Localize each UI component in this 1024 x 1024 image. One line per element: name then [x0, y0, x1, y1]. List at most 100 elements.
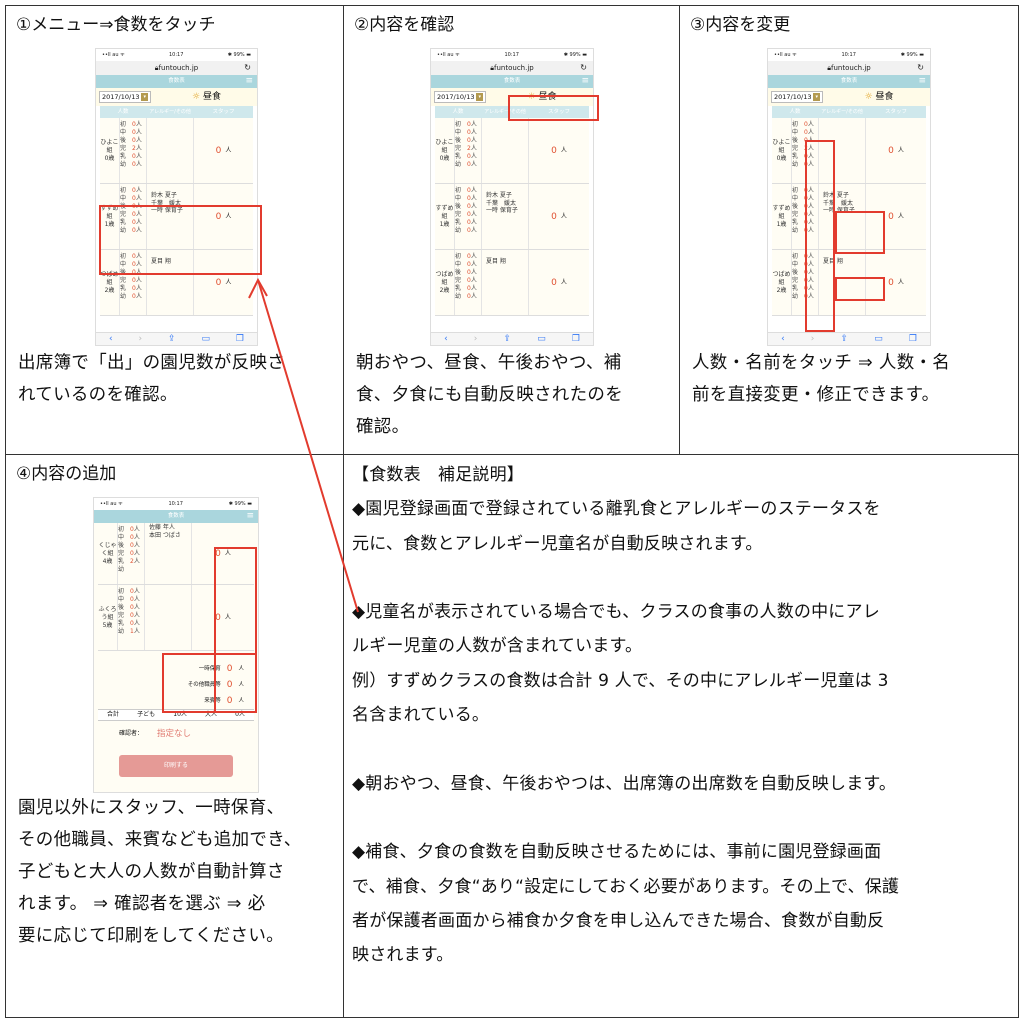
highlight-box: [835, 277, 885, 301]
menu-icon[interactable]: ≡: [246, 511, 254, 521]
forward-icon[interactable]: ›: [473, 334, 478, 344]
share-icon[interactable]: ⇪: [168, 334, 176, 344]
bookmarks-icon[interactable]: ▭: [201, 334, 210, 344]
print-button[interactable]: 印刷する: [119, 755, 233, 777]
date-picker[interactable]: 2017/10/13▾: [771, 91, 823, 103]
panel-description: 園児以外にスタッフ、一時保育、その他職員、来賓なども追加でき、子どもと大人の人数…: [18, 798, 302, 946]
highlight-box: [508, 95, 599, 121]
allergy-names: 夏目 翔: [818, 250, 866, 315]
share-icon[interactable]: ⇪: [503, 334, 512, 344]
highlight-box: [835, 211, 885, 254]
panel-description: 人数・名前をタッチ ⇒ 人数・名前を直接変更・修正できます。: [692, 353, 951, 405]
allergy-names: 夏目 翔: [146, 250, 194, 315]
panel-description: 出席簿で「出」の園児数が反映されているのを確認。: [18, 353, 285, 405]
back-icon[interactable]: ‹: [781, 334, 785, 344]
date-row: 2017/10/13▾ ☼ 昼食: [431, 88, 593, 106]
allergy-names: [481, 118, 529, 183]
allergy-names: 佐藤 年人本田 つばさ: [144, 523, 192, 584]
forward-icon[interactable]: ›: [138, 334, 143, 344]
age-labels: 初中後完乳幼: [120, 121, 127, 168]
menu-icon[interactable]: ≡: [581, 76, 589, 86]
url-bar[interactable]: 🔒︎funtouch.jp↻: [96, 61, 257, 75]
url-bar[interactable]: 🔒︎funtouch.jp↻: [768, 61, 930, 75]
tabs-icon[interactable]: ❐: [908, 334, 917, 344]
reload-icon[interactable]: ↻: [580, 63, 587, 72]
panel-heading: ③内容を変更: [690, 15, 791, 35]
confirmer-select[interactable]: 確認者：指定なし: [94, 721, 258, 741]
bookmarks-icon[interactable]: ▭: [537, 334, 546, 344]
age-labels: 初中後完乳幼: [455, 187, 462, 234]
date-picker[interactable]: 2017/10/13▾: [434, 91, 486, 103]
url-bar[interactable]: 🔒︎funtouch.jp↻: [431, 61, 593, 75]
lock-icon: 🔒︎: [154, 64, 159, 72]
age-labels: 初中後完乳幼: [792, 121, 799, 168]
meal-selector[interactable]: ☼ 昼食: [864, 92, 894, 102]
allergy-names: [144, 585, 192, 650]
notes-body: 【食数表 補足説明】 ◆園児登録画面で登録されている離乳食とアレルギーのステータ…: [352, 458, 899, 972]
reload-icon[interactable]: ↻: [917, 63, 924, 72]
tabs-icon[interactable]: ❐: [235, 334, 244, 344]
nav-bar: 食数表≡: [94, 510, 258, 523]
date-picker[interactable]: 2017/10/13▾: [99, 91, 151, 103]
meal-selector[interactable]: ☼ 昼食: [527, 92, 557, 102]
meal-selector[interactable]: ☼ 昼食: [192, 92, 221, 102]
notes-title: 【食数表 補足説明】: [352, 465, 524, 485]
panel-heading: ①メニュー⇒食数をタッチ: [16, 15, 216, 35]
sun-icon: ☼: [527, 92, 536, 102]
bookmarks-icon[interactable]: ▭: [874, 334, 883, 344]
forward-icon[interactable]: ›: [810, 334, 815, 344]
date-row: 2017/10/13▾ ☼ 昼食: [96, 88, 257, 106]
back-icon[interactable]: ‹: [444, 334, 448, 344]
back-icon[interactable]: ‹: [108, 334, 113, 344]
allergy-names: 夏目 翔: [481, 250, 529, 315]
browser-toolbar: ‹ › ⇪ ▭ ❐: [431, 332, 593, 345]
reload-icon[interactable]: ↻: [244, 63, 251, 72]
table-header: 人数アレルギー/その他スタッフ: [772, 106, 926, 118]
menu-icon[interactable]: ≡: [918, 76, 926, 86]
panel-heading: ②内容を確認: [354, 15, 455, 35]
panel-heading: ④内容の追加: [16, 464, 117, 484]
share-icon[interactable]: ⇪: [840, 334, 849, 344]
sun-icon: ☼: [192, 92, 201, 102]
allergy-names: 鈴木 夏子千葉 媛太一時 保育子: [146, 184, 194, 249]
menu-icon[interactable]: ≡: [245, 76, 253, 86]
age-labels: 初中後完乳幼: [792, 187, 799, 234]
tabs-icon[interactable]: ❐: [571, 334, 580, 344]
